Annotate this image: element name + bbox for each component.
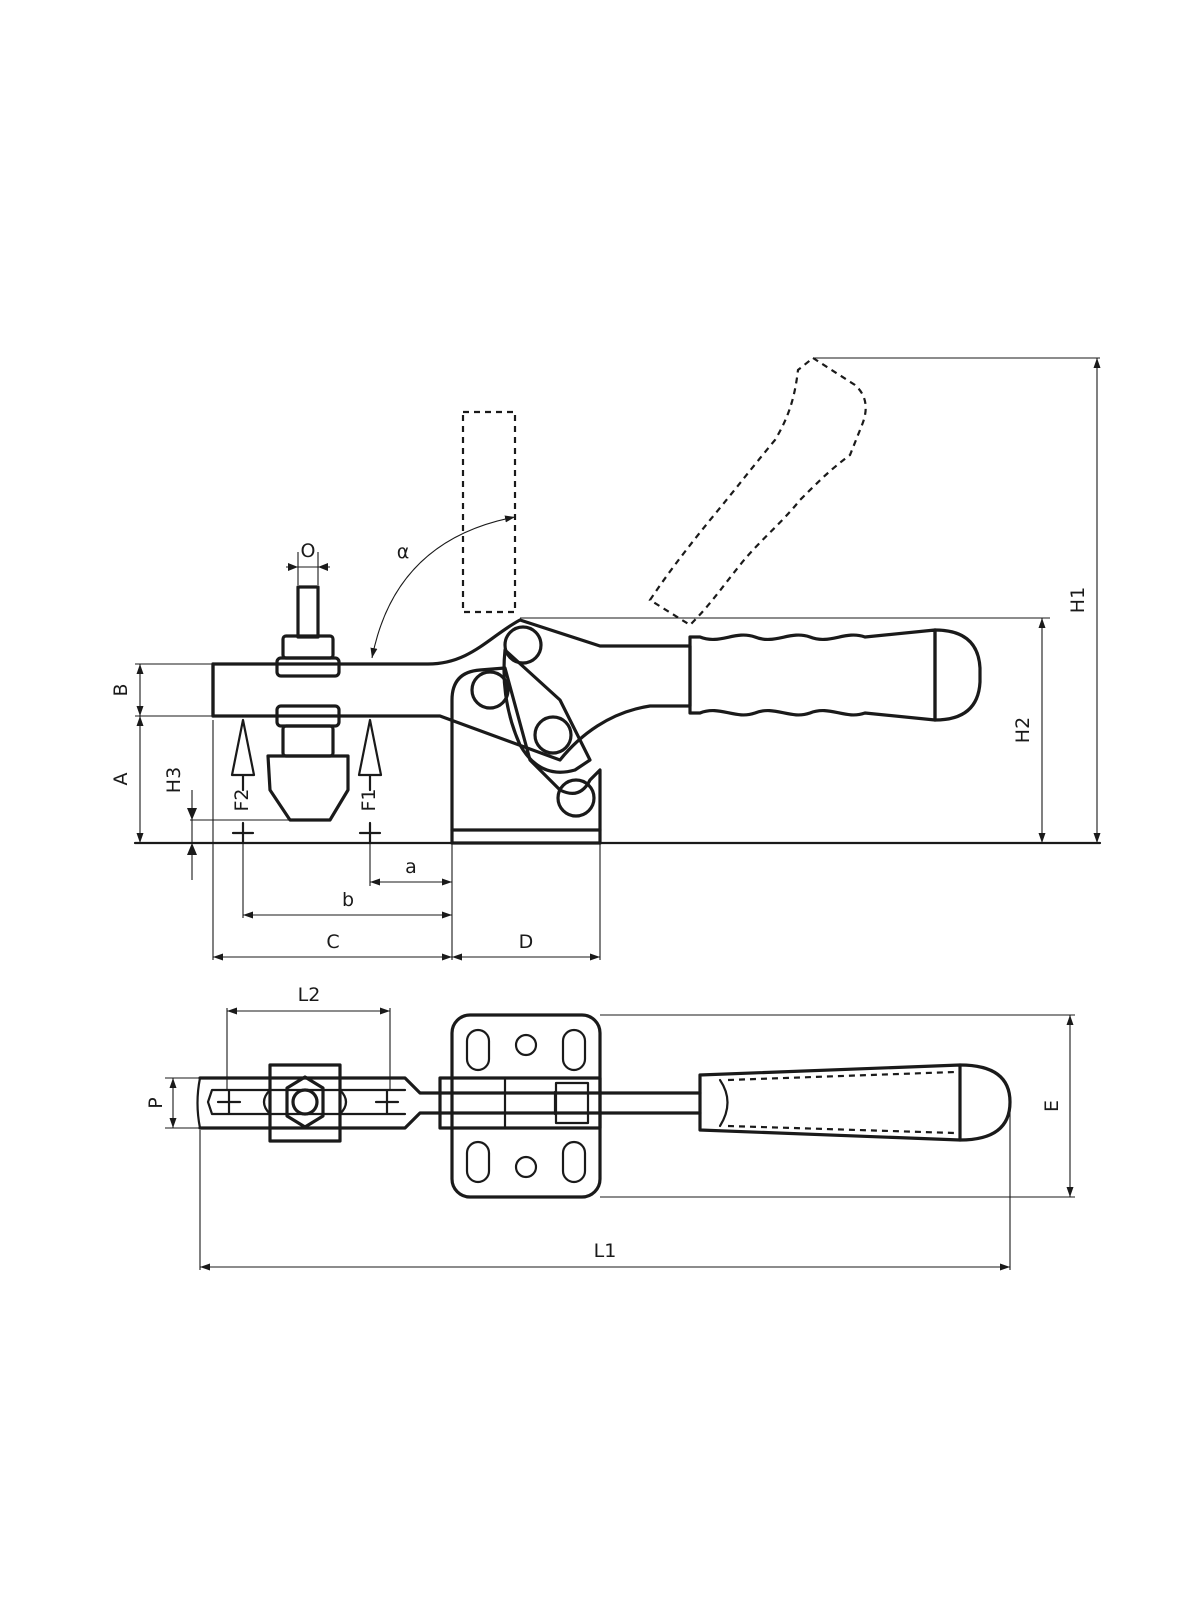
spindle-nut: [285, 1075, 325, 1129]
label-c: C: [326, 931, 339, 953]
upper-washer: [275, 656, 341, 678]
handle-top-cap: [958, 1063, 1012, 1142]
force-arrow-f2: [230, 718, 256, 792]
upper-nut: [281, 634, 335, 660]
base-body: [450, 666, 602, 845]
label-l1: L1: [594, 1240, 617, 1262]
spindle-block: [268, 1063, 342, 1143]
handle-cap: [933, 628, 982, 722]
lower-nut: [281, 724, 335, 758]
label-small-a: a: [405, 856, 417, 878]
pivot-pin: [533, 715, 573, 755]
label-alpha: α: [397, 541, 410, 563]
slot-hole: [465, 1028, 491, 1072]
side-view: O α B A H3 F2 F1 H1 H2 a b C D: [110, 356, 1102, 961]
crosshair-left: [216, 1089, 242, 1115]
open-handle-outline: [648, 356, 867, 627]
crosshair-f2: [231, 821, 255, 845]
label-h3: H3: [163, 767, 185, 793]
spindle-pad: [266, 754, 350, 822]
crosshair-f1: [358, 821, 382, 845]
arm-fork: [198, 1076, 702, 1130]
top-view: L2 P E L1: [145, 984, 1075, 1271]
spindle-hole: [291, 1088, 319, 1116]
label-e: E: [1041, 1100, 1063, 1112]
label-o: O: [301, 540, 316, 562]
arm-fork-inner: [206, 1088, 407, 1116]
label-f2: F2: [231, 788, 253, 811]
slot-hole: [561, 1028, 587, 1072]
label-small-b: b: [342, 889, 354, 911]
label-p: P: [145, 1097, 167, 1108]
label-f1: F1: [358, 788, 380, 811]
handle-grip-band: [727, 1124, 956, 1135]
base-plate: [450, 1013, 602, 1199]
slot-hole: [561, 1140, 587, 1184]
link-outline: [554, 1081, 590, 1125]
handle-grip-band: [727, 1070, 956, 1082]
pivot-pin: [470, 670, 510, 710]
link-plate: [502, 648, 592, 774]
label-b: B: [110, 683, 132, 696]
crosshair-right: [374, 1089, 400, 1115]
label-d: D: [519, 931, 534, 953]
spindle-top: [296, 585, 320, 639]
bridge-block: [438, 1076, 602, 1130]
round-hole: [514, 1155, 538, 1179]
force-arrow-f1: [357, 718, 383, 792]
pivot-pin: [556, 778, 596, 818]
pivot-pin: [503, 625, 543, 665]
label-h1: H1: [1067, 587, 1089, 613]
slot-hole: [465, 1140, 491, 1184]
handle-grip: [688, 628, 937, 722]
label-h2: H2: [1012, 717, 1034, 743]
label-l2: L2: [298, 984, 321, 1006]
dim-alpha-arc: [370, 515, 516, 659]
label-a: A: [110, 773, 132, 786]
round-hole: [514, 1033, 538, 1057]
open-spindle-outline: [461, 410, 517, 614]
